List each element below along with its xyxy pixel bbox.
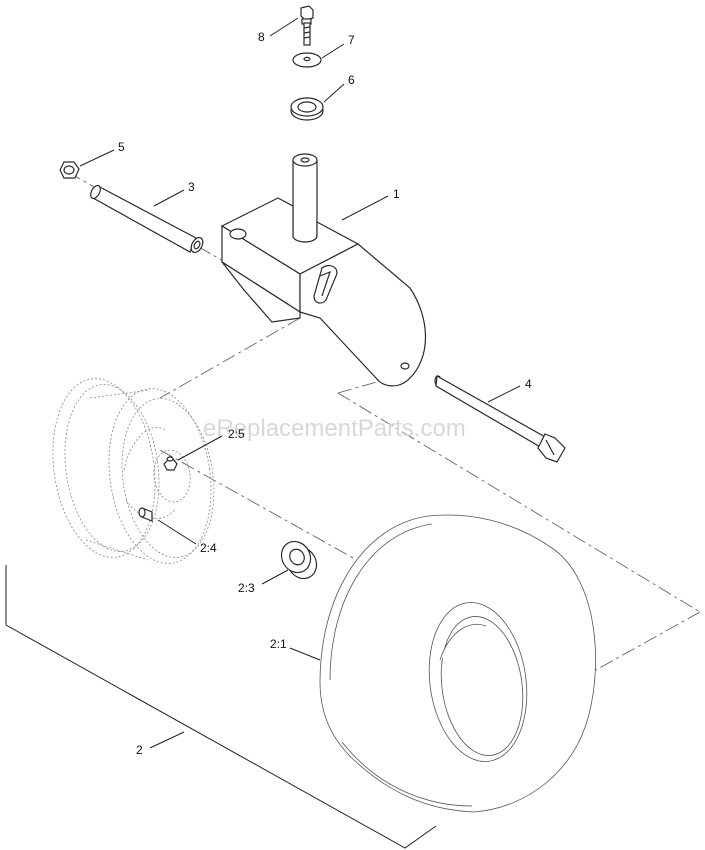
callout-2-3: 2:3 [238, 581, 255, 595]
callout-6: 6 [348, 73, 355, 87]
callout-1: 1 [393, 187, 400, 201]
callout-2: 2 [136, 743, 143, 757]
tire-part-2-1[interactable] [319, 514, 596, 813]
wheel-rim-ghost [52, 378, 215, 564]
leader-lines [79, 17, 521, 749]
grease-fitting-part-2-5[interactable] [163, 456, 178, 471]
washer-part-7[interactable] [292, 52, 322, 68]
bushing-part-6[interactable] [290, 97, 324, 121]
callout-2-5: 2:5 [228, 427, 245, 441]
valve-stem-part-2-4[interactable] [138, 507, 153, 522]
callout-7: 7 [348, 33, 355, 47]
bearing-part-2-3[interactable] [276, 536, 322, 584]
spacer-part-3[interactable] [89, 184, 205, 254]
caster-fork-part-1[interactable] [220, 153, 426, 387]
bolt-part-8[interactable] [300, 5, 314, 46]
locknut-part-5[interactable] [59, 161, 80, 179]
callout-5: 5 [118, 140, 125, 154]
callout-3: 3 [188, 180, 195, 194]
assembly-bracket-2 [5, 565, 437, 849]
watermark: eReplacementParts.com [203, 415, 466, 442]
callout-2-1: 2:1 [270, 637, 287, 651]
callout-8: 8 [258, 30, 265, 44]
callout-4: 4 [525, 377, 532, 391]
axle-bolt-part-4[interactable] [434, 375, 566, 463]
phantom-lines [67, 171, 701, 691]
callout-2-4: 2:4 [200, 541, 217, 555]
callout-labels: 8 7 6 5 3 1 4 2:5 2:4 2:3 2:1 2 [118, 30, 532, 757]
